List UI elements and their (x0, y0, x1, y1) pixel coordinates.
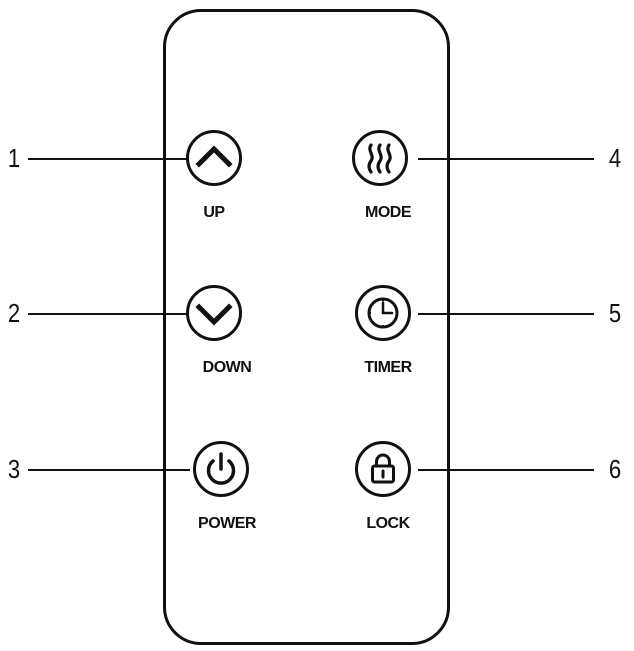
callout-number-4: 4 (608, 143, 622, 173)
power-button[interactable] (193, 441, 249, 497)
mode-button[interactable] (352, 130, 408, 186)
callout-leader-5 (418, 313, 594, 315)
callout-number-5: 5 (608, 298, 622, 328)
callout-number-1: 1 (7, 143, 21, 173)
callout-leader-2 (28, 313, 190, 315)
power-icon (206, 452, 236, 485)
chevron-up-icon (195, 145, 233, 168)
heat-waves-icon (367, 143, 392, 174)
chevron-down-icon (195, 303, 233, 326)
timer-button[interactable] (355, 285, 411, 341)
down-label: DOWN (202, 359, 252, 376)
mode-label: MODE (365, 204, 412, 221)
up-button[interactable] (186, 130, 242, 186)
callout-number-3: 3 (7, 454, 21, 484)
up-label: UP (203, 204, 225, 221)
power-label: POWER (198, 515, 256, 532)
callout-number-2: 2 (7, 298, 21, 328)
lock-icon (371, 453, 395, 484)
lock-button[interactable] (355, 441, 411, 497)
callout-leader-1 (28, 158, 190, 160)
down-button[interactable] (186, 285, 242, 341)
timer-label: TIMER (364, 359, 412, 376)
callout-leader-6 (418, 469, 594, 471)
callout-leader-4 (418, 158, 594, 160)
clock-icon (367, 297, 399, 329)
callout-leader-3 (28, 469, 190, 471)
callout-number-6: 6 (608, 454, 622, 484)
lock-label: LOCK (366, 515, 410, 532)
